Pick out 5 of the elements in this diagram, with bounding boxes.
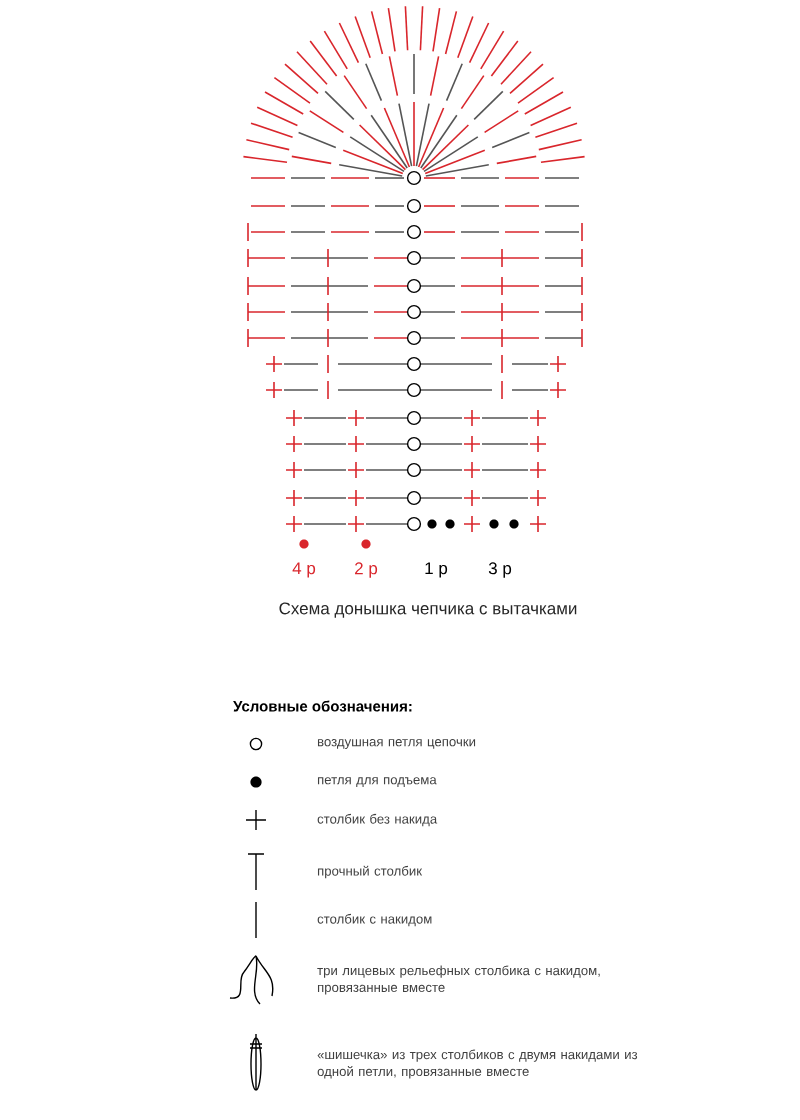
caption: Схема донышка чепчика с вытачками xyxy=(279,602,577,618)
row-label: 4 р xyxy=(292,562,316,578)
row-label: 3 р xyxy=(488,562,512,578)
row-label: 2 р xyxy=(355,562,378,578)
row-label: 1 р xyxy=(425,562,448,578)
